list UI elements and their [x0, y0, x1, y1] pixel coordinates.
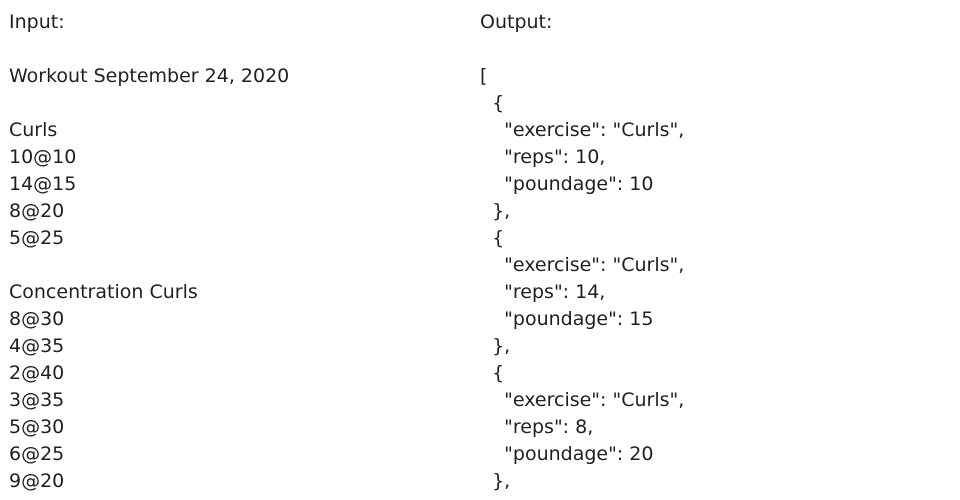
input-label: Input:	[9, 11, 65, 33]
json-line: },	[480, 335, 511, 357]
output-label: Output:	[480, 11, 553, 33]
set-entry: 10@10	[9, 146, 77, 168]
json-line: {	[480, 362, 505, 384]
json-line: },	[480, 470, 511, 492]
workout-title: Workout September 24, 2020	[9, 65, 290, 87]
json-line: {	[480, 92, 505, 114]
json-line: "exercise": "Curls",	[480, 119, 685, 141]
json-line: "reps": 8,	[480, 416, 594, 438]
json-line: "poundage": 20	[480, 443, 654, 465]
set-entry: 5@25	[9, 227, 65, 249]
set-entry: 4@35	[9, 335, 65, 357]
set-entry: 6@25	[9, 443, 65, 465]
set-entry: 9@20	[9, 470, 65, 492]
json-line: "poundage": 10	[480, 173, 654, 195]
json-line: "exercise": "Curls",	[480, 254, 685, 276]
exercise-name: Curls	[9, 119, 58, 141]
set-entry: 8@20	[9, 200, 65, 222]
set-entry: 14@15	[9, 173, 77, 195]
json-line: "reps": 10,	[480, 146, 606, 168]
json-line: [	[480, 65, 488, 87]
json-line: "reps": 14,	[480, 281, 606, 303]
json-line: {	[480, 227, 505, 249]
set-entry: 8@30	[9, 308, 65, 330]
json-line: "exercise": "Curls",	[480, 389, 685, 411]
json-line: },	[480, 200, 511, 222]
set-entry: 2@40	[9, 362, 65, 384]
set-entry: 3@35	[9, 389, 65, 411]
json-line: "poundage": 15	[480, 308, 654, 330]
exercise-name: Concentration Curls	[9, 281, 198, 303]
set-entry: 5@30	[9, 416, 65, 438]
